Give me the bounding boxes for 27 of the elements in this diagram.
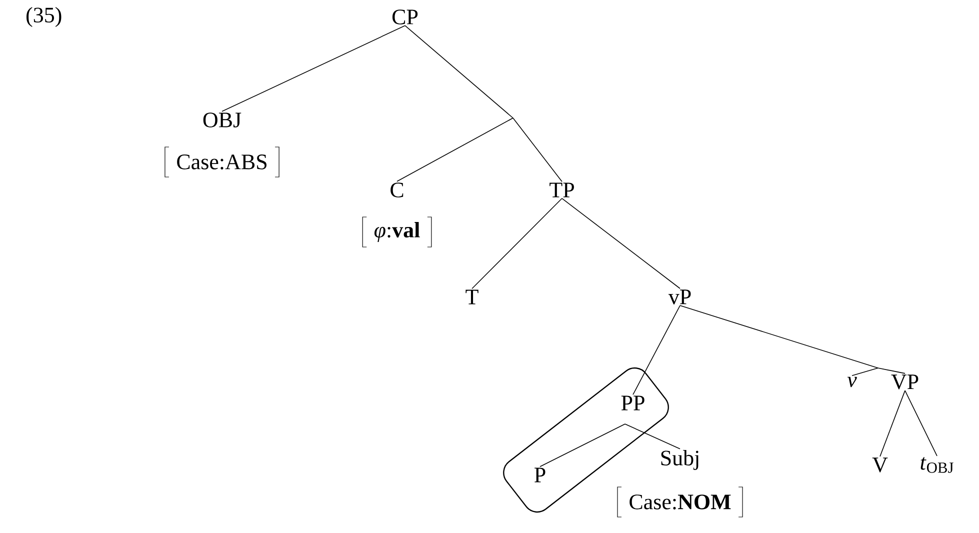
tree-label: CP [392,10,418,24]
tree-label: OBJ [203,112,242,128]
tree-label: vP [668,290,691,304]
tree-branch [222,25,406,112]
tree-branch [632,305,680,395]
tree-branch [680,305,906,376]
tree-label: T [466,290,478,304]
tree-branch [540,424,626,467]
tree-branch [396,25,562,182]
tree-label: v [847,376,857,388]
tree-label: C [390,182,404,198]
tree-label: TP [550,182,574,198]
tree-branch [624,424,680,450]
tree-label: VP [891,374,918,390]
feature-matrix: φ:val [362,216,432,248]
tree-branch [562,198,680,289]
tree-label: P [534,468,546,482]
tree-label: t$_{OBJ}$ [920,457,954,473]
tree-branch [904,390,938,456]
tree-branch [472,198,562,289]
feature-matrix: Case:NOM [617,486,743,518]
feature-matrix: Case:ABS [164,146,280,178]
tree-label: V [872,458,888,472]
tree-branch [880,390,906,457]
example-number: (35) [26,7,62,27]
tree-label: Subj [661,450,698,470]
tree-label: PP [621,396,644,410]
